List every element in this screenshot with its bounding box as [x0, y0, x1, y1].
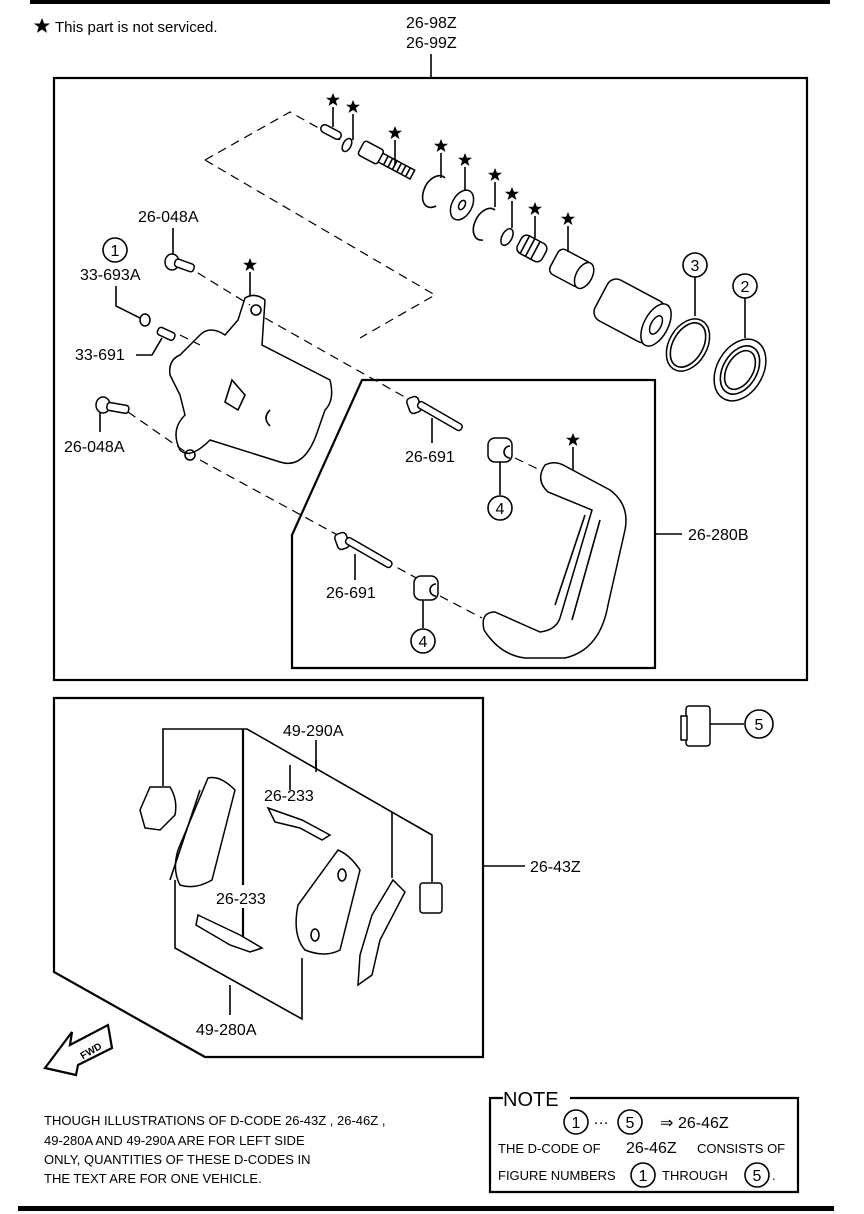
snap-ring-part — [472, 207, 496, 241]
bracket-part — [482, 462, 627, 659]
star-icon — [434, 139, 448, 152]
legend-text: This part is not serviced. — [55, 19, 218, 36]
star-icon — [458, 153, 472, 166]
svg-text:THROUGH: THROUGH — [662, 1168, 728, 1183]
shim-part: 5 — [680, 705, 774, 747]
star-icon — [33, 17, 51, 33]
label-clip-upper: 26-233 — [264, 788, 314, 805]
small-washer-part — [500, 227, 514, 247]
fwd-arrow-icon: FWD — [43, 1023, 114, 1077]
note-title: NOTE — [503, 1089, 559, 1111]
bolt-upper: 26-048A — [138, 209, 199, 273]
svg-text:FIGURE NUMBERS: FIGURE NUMBERS — [498, 1168, 616, 1183]
star-icon — [488, 168, 502, 181]
legend: This part is not serviced. — [33, 17, 218, 36]
label-bracket: 26-280B — [688, 527, 749, 544]
svg-text:3: 3 — [691, 258, 700, 275]
note-box: NOTE 1 … 5 ⇒ 26-46Z THE D-CODE OF 26-46Z… — [488, 1089, 800, 1194]
dash-guide — [264, 317, 411, 401]
svg-text:26-048A: 26-048A — [138, 209, 199, 226]
dash-guide — [179, 334, 201, 346]
label-cap: 33-693A — [80, 267, 141, 284]
dash-guide — [204, 159, 437, 339]
top-rule — [30, 0, 830, 4]
footnote-line-4: THE TEXT ARE FOR ONE VEHICLE. — [44, 1171, 262, 1186]
dust-seal-part — [713, 338, 767, 402]
footnote-line-1: THOUGH ILLUSTRATIONS OF D-CODE 26-43Z , … — [44, 1113, 385, 1128]
svg-text:26-46Z: 26-46Z — [626, 1140, 677, 1157]
figure-number-1: 1 — [102, 237, 128, 263]
svg-text:5: 5 — [755, 717, 764, 734]
svg-text:26-691: 26-691 — [405, 449, 455, 466]
star-icon — [243, 258, 257, 271]
spring-part — [516, 234, 548, 263]
svg-text:26-691: 26-691 — [326, 585, 376, 602]
guide-pin-upper: 26-691 — [405, 395, 463, 466]
figure-number-3: 3 — [682, 252, 708, 316]
footnote-line-2: 49-280A AND 49-290A ARE FOR LEFT SIDE — [44, 1133, 305, 1148]
label-pad-inner: 49-280A — [196, 1022, 257, 1039]
label-bleeder: 33-691 — [75, 347, 125, 364]
not-serviced-markers — [243, 93, 580, 472]
svg-text:5: 5 — [626, 1115, 635, 1132]
bracket-frame — [290, 378, 657, 670]
bottom-rule — [18, 1206, 834, 1211]
oring-part — [341, 137, 353, 153]
svg-text:⇒: ⇒ — [660, 1115, 673, 1132]
piston-part — [593, 278, 672, 347]
svg-text:.: . — [772, 1168, 776, 1183]
caliper-body — [168, 294, 333, 464]
svg-text:1: 1 — [572, 1115, 581, 1132]
figure-number-2: 2 — [732, 273, 758, 338]
pad-parts — [139, 776, 443, 987]
figure-number-5 — [744, 709, 774, 739]
label-assembly-2: 26-99Z — [406, 35, 457, 52]
label-clip-lower: 26-233 — [216, 891, 266, 908]
label-pad-outer: 49-290A — [283, 723, 344, 740]
star-icon — [561, 212, 575, 225]
piston-seal-part — [665, 318, 711, 372]
svg-text:4: 4 — [496, 501, 505, 518]
footnote: THOUGH ILLUSTRATIONS OF D-CODE 26-43Z , … — [44, 1113, 385, 1186]
svg-text:CONSISTS OF: CONSISTS OF — [697, 1141, 785, 1156]
footnote-line-3: ONLY, QUANTITIES OF THESE D-CODES IN — [44, 1152, 311, 1167]
pad-kit-frame — [52, 696, 485, 1059]
note-kit-code: 26-46Z — [678, 1115, 729, 1132]
dash-guide — [184, 264, 251, 306]
svg-text:1: 1 — [111, 243, 120, 260]
svg-text:5: 5 — [753, 1168, 762, 1185]
star-icon — [566, 433, 580, 446]
cap-part — [139, 313, 151, 327]
snap-ring-part — [421, 174, 446, 209]
adjust-bolt-part — [357, 140, 416, 180]
svg-text:THE D-CODE OF: THE D-CODE OF — [498, 1141, 601, 1156]
spring-cover-part — [548, 248, 595, 290]
dash-guide — [204, 111, 341, 161]
star-icon — [326, 93, 340, 106]
star-icon — [528, 202, 542, 215]
bleeder-part — [156, 326, 176, 341]
dash-guide — [199, 459, 421, 581]
svg-text:4: 4 — [419, 634, 428, 651]
svg-text:…: … — [593, 1111, 609, 1128]
dash-guide — [439, 595, 483, 619]
boot-lower: 4 — [410, 575, 439, 654]
dash-guide — [514, 457, 541, 471]
svg-text:2: 2 — [741, 279, 750, 296]
guide-pin-lower: 26-691 — [326, 531, 393, 602]
svg-text:1: 1 — [639, 1168, 648, 1185]
caliper-assembly-frame — [52, 76, 809, 682]
star-icon — [388, 126, 402, 139]
svg-text:26-048A: 26-048A — [64, 439, 125, 456]
dash-guide — [127, 411, 191, 456]
boot-upper: 4 — [487, 437, 513, 521]
label-assembly-1: 26-98Z — [406, 15, 457, 32]
label-pad-kit: 26-43Z — [530, 859, 581, 876]
pin-part — [320, 123, 342, 141]
piston-internals — [320, 123, 767, 402]
star-icon — [346, 100, 360, 113]
bolt-lower: 26-048A — [64, 396, 130, 456]
star-icon — [505, 187, 519, 200]
